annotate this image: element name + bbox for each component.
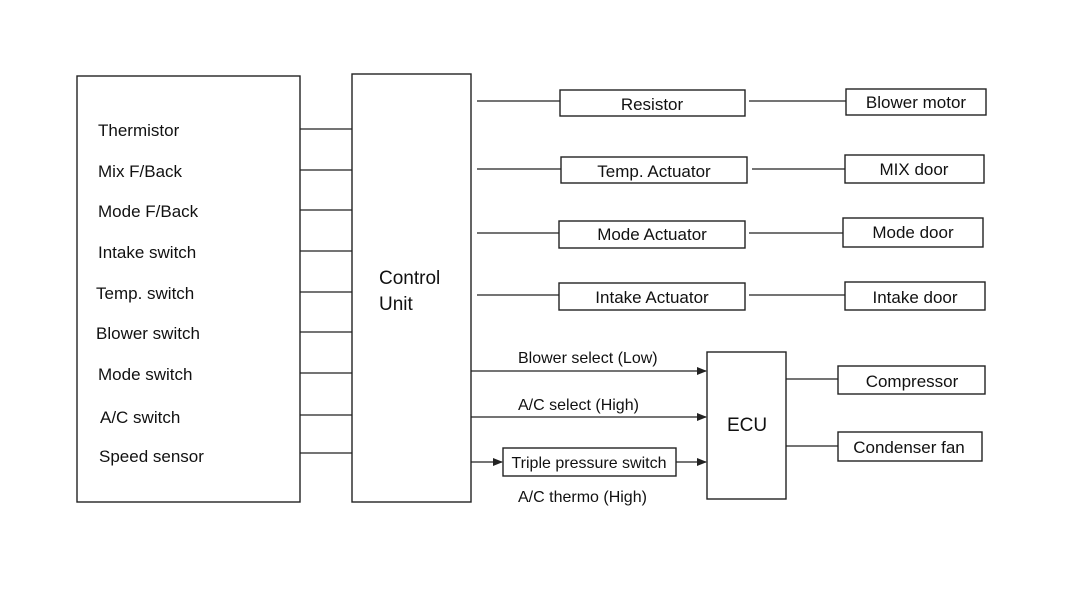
input-label-mode-switch: Mode switch bbox=[98, 365, 192, 384]
input-label-intake-switch: Intake switch bbox=[98, 243, 196, 262]
condenser-fan-box bbox=[837, 431, 983, 462]
resistor-box bbox=[559, 89, 746, 117]
input-panel: Thermistor Mix F/Back Mode F/Back Intake… bbox=[76, 75, 301, 503]
mode-actuator-label: Mode Actuator bbox=[597, 225, 707, 244]
ac-thermo-label: A/C thermo (High) bbox=[518, 489, 647, 506]
mode-actuator-box bbox=[558, 220, 746, 249]
blower-select-label: Blower select (Low) bbox=[518, 350, 658, 367]
triple-pressure-switch-box bbox=[502, 447, 677, 477]
actuator-row-temp: Temp. Actuator MIX door bbox=[477, 154, 985, 184]
ecu-box bbox=[706, 351, 787, 500]
mix-door-box bbox=[844, 154, 985, 184]
input-panel-box bbox=[76, 75, 301, 503]
blower-motor-box bbox=[845, 88, 987, 116]
blower-motor-label: Blower motor bbox=[866, 93, 966, 112]
ecu-label: ECU bbox=[727, 415, 767, 436]
intake-door-label: Intake door bbox=[872, 288, 957, 307]
input-label-mode-feedback: Mode F/Back bbox=[98, 202, 199, 221]
control-unit: Control Unit bbox=[351, 73, 472, 503]
mode-door-box bbox=[842, 217, 984, 248]
input-label-temp-switch: Temp. switch bbox=[96, 284, 194, 303]
input-wires bbox=[300, 128, 352, 454]
actuator-row-mode: Mode Actuator Mode door bbox=[477, 217, 984, 249]
control-unit-label-line1: Control bbox=[379, 268, 440, 289]
mix-door-label: MIX door bbox=[880, 160, 949, 179]
resistor-label: Resistor bbox=[621, 95, 684, 114]
intake-actuator-label: Intake Actuator bbox=[595, 288, 709, 307]
actuator-row-intake: Intake Actuator Intake door bbox=[477, 281, 986, 311]
ac-select-label: A/C select (High) bbox=[518, 397, 639, 414]
temp-actuator-label: Temp. Actuator bbox=[597, 162, 711, 181]
ecu-outputs: Compressor Condenser fan bbox=[786, 365, 986, 462]
control-unit-label-line2: Unit bbox=[379, 294, 414, 315]
compressor-box bbox=[837, 365, 986, 395]
control-unit-box bbox=[351, 73, 472, 503]
ecu: ECU bbox=[706, 351, 787, 500]
temp-actuator-box bbox=[560, 156, 748, 184]
input-label-blower-switch: Blower switch bbox=[96, 324, 200, 343]
input-label-speed-sensor: Speed sensor bbox=[99, 447, 204, 466]
input-label-thermistor: Thermistor bbox=[98, 121, 180, 140]
input-label-mix-feedback: Mix F/Back bbox=[98, 162, 183, 181]
ecu-signals: Blower select (Low) A/C select (High) Tr… bbox=[471, 350, 707, 506]
intake-door-box bbox=[844, 281, 986, 311]
intake-actuator-box bbox=[558, 282, 746, 311]
mode-door-label: Mode door bbox=[872, 223, 954, 242]
input-label-ac-switch: A/C switch bbox=[100, 408, 180, 427]
triple-pressure-switch-label: Triple pressure switch bbox=[511, 455, 666, 472]
actuator-row-blower: Resistor Blower motor bbox=[477, 88, 987, 117]
condenser-fan-label: Condenser fan bbox=[853, 438, 965, 457]
compressor-label: Compressor bbox=[866, 372, 959, 391]
